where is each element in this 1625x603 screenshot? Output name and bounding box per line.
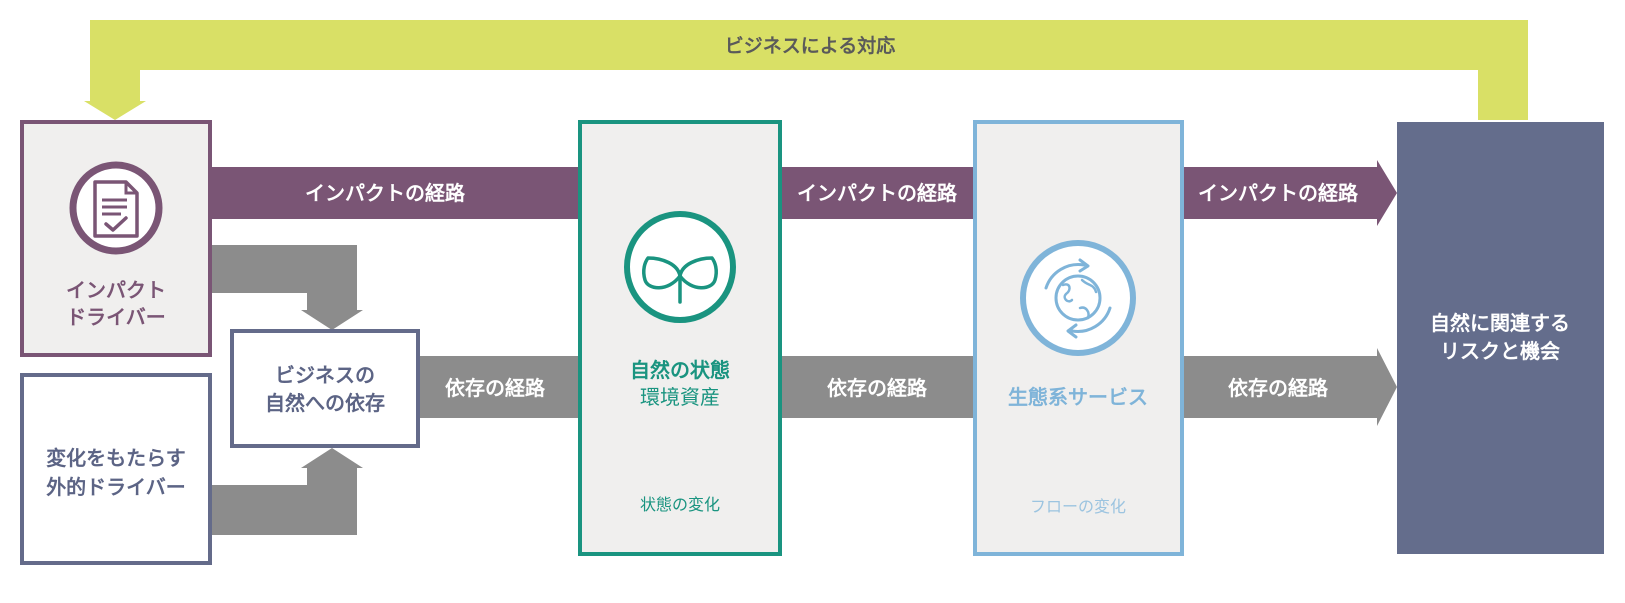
impact-path-label-1: インパクトの経路 — [305, 181, 466, 205]
dependency-path-label-1: 依存の経路 — [445, 376, 546, 400]
business-dependency-frame — [230, 329, 420, 448]
external-driver-frame — [20, 373, 212, 565]
ecosystem-services-title: 生態系サービス — [1008, 385, 1148, 409]
external-driver-box: 変化をもたらす 外的ドライバー — [20, 373, 212, 565]
impact-path-label-2: インパクトの経路 — [797, 181, 958, 205]
risk-opportunity-label-1: 自然に関連する — [1430, 311, 1570, 335]
impact-paths: インパクトの経路 インパクトの経路 インパクトの経路 — [210, 160, 1397, 226]
ecosystem-services-panel: 生態系サービス フローの変化 — [973, 120, 1184, 556]
feedback-label: ビジネスによる対応 — [725, 34, 895, 57]
impact-band-1 — [210, 167, 580, 219]
nature-state-footer: 状態の変化 — [640, 495, 720, 514]
risk-opportunity-frame — [1397, 122, 1604, 554]
business-dependency-label-1: ビジネスの — [275, 363, 375, 387]
impact-driver-box: インパクト ドライバー — [20, 120, 212, 357]
impact-band-2 — [780, 167, 975, 219]
impact-path-label-3: インパクトの経路 — [1198, 181, 1359, 205]
dependency-path-label-3: 依存の経路 — [1228, 376, 1329, 400]
nature-state-panel: 自然の状態 環境資産 状態の変化 — [578, 120, 782, 556]
ecosystem-services-footer: フローの変化 — [1030, 497, 1126, 516]
nature-state-frame — [578, 120, 782, 556]
feedback-arrow — [84, 20, 1528, 120]
impact-driver-label-2: ドライバー — [66, 305, 166, 329]
feedback-loop: ビジネスによる対応 — [84, 20, 1528, 120]
document-check-icon — [69, 161, 163, 255]
risk-opportunity-label-2: リスクと機会 — [1440, 339, 1560, 363]
nature-state-title: 自然の状態 — [630, 358, 730, 382]
impact-driver-label-1: インパクト — [66, 278, 166, 302]
elbow-arrow-from-external-driver — [210, 448, 363, 535]
globe-cycle-icon — [1020, 240, 1136, 356]
nature-state-subtitle: 環境資産 — [640, 385, 720, 409]
risk-opportunity-box: 自然に関連する リスクと機会 — [1397, 122, 1604, 554]
elbow-arrow-from-impact-driver — [210, 245, 363, 330]
external-driver-label-1: 変化をもたらす — [46, 446, 186, 470]
sprout-icon — [624, 211, 736, 323]
dependency-band-1 — [418, 356, 580, 418]
external-driver-label-2: 外的ドライバー — [46, 475, 186, 499]
dependency-paths: 依存の経路 依存の経路 依存の経路 — [418, 348, 1397, 426]
dependency-path-label-2: 依存の経路 — [827, 376, 928, 400]
impact-arrow-3 — [1182, 160, 1397, 226]
dependency-band-2 — [780, 356, 975, 418]
business-dependency-label-2: 自然への依存 — [265, 391, 385, 415]
dependency-arrow-3 — [1182, 348, 1397, 426]
business-dependency-box: ビジネスの 自然への依存 — [230, 329, 420, 448]
